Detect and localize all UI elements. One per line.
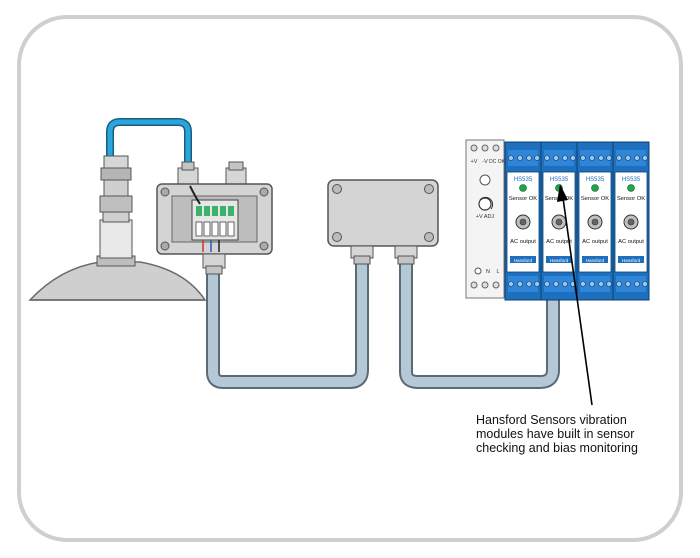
vibration-module: HS535 Sensor OK AC output Hansford [612, 141, 650, 301]
conduit-right [399, 262, 560, 389]
module-model-label: HS535 [514, 177, 533, 183]
brand-label: Hansford [586, 258, 605, 263]
psu-terminal-label-dcok: DC OK [489, 159, 506, 165]
module-model-label: HS535 [622, 177, 641, 183]
module-model-label: HS535 [550, 177, 569, 183]
callout-caption: Hansford Sensors vibration modules have … [476, 413, 676, 455]
ac-output-label: AC output [510, 239, 536, 245]
ground-icon [474, 267, 482, 275]
ac-output-label: AC output [618, 239, 644, 245]
middle-junction-box [327, 179, 439, 265]
terminal-screws [508, 155, 648, 287]
psu-terminal-label-vminus: -V [482, 159, 488, 165]
caption-line: Hansford Sensors vibration [476, 413, 627, 427]
psu-terminal-label-vplus: +V [471, 159, 478, 165]
sensor-ok-led-icon [519, 184, 527, 192]
psu-ac-label-l: L [496, 269, 499, 275]
junction-box [156, 161, 273, 275]
vibration-module: HS535 Sensor OK AC output Hansford [504, 141, 542, 301]
module-rack: HS535 Sensor OK AC output Hansford HS535… [504, 141, 650, 301]
ac-output-label: AC output [546, 239, 572, 245]
adjust-knob-icon [478, 197, 492, 211]
caption-line: checking and bias monitoring [476, 441, 638, 455]
vibration-module: HS535 Sensor OK AC output Hansford [576, 141, 614, 301]
sensor-ok-led-icon [627, 184, 635, 192]
module-model-label: HS535 [586, 177, 605, 183]
psu-ac-label-n: N [486, 269, 490, 275]
caption-line: modules have built in sensor [476, 427, 635, 441]
brand-label: Hansford [550, 258, 569, 263]
brand-label: Hansford [622, 258, 641, 263]
brand-label: Hansford [514, 258, 533, 263]
conduit-left [206, 262, 369, 389]
sensor-ok-led-icon [591, 184, 599, 192]
vibration-module: HS535 Sensor OK AC output Hansford [540, 141, 578, 301]
callout-arrow [557, 184, 593, 406]
sensor-ok-label: Sensor OK [581, 196, 609, 202]
vibration-sensor [96, 155, 136, 267]
power-supply-unit: +V -V DC OK +V ADJ N L [465, 139, 506, 299]
ac-output-label: AC output [582, 239, 608, 245]
psu-adj-label: +V ADJ [476, 214, 495, 220]
sensor-ok-label: Sensor OK [509, 196, 537, 202]
sensor-ok-label: Sensor OK [617, 196, 645, 202]
